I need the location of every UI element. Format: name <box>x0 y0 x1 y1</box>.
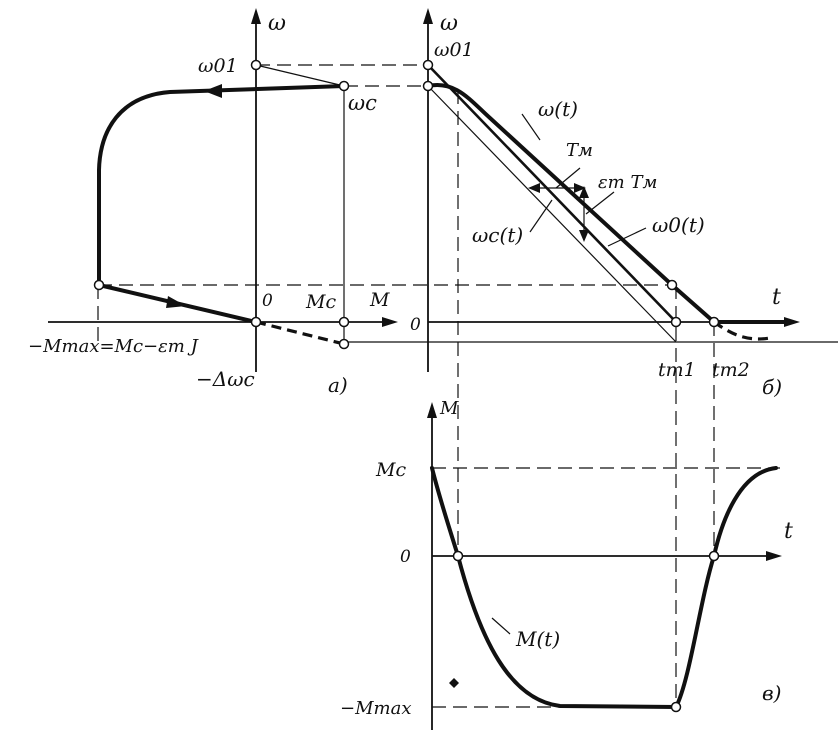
panel-b-eps-tm-arrow-down-icon <box>579 230 589 242</box>
panel-b-t1-label: tт1 <box>658 359 696 381</box>
panel-c-point-t1 <box>670 701 682 713</box>
panel-a-trajectory-dashed <box>255 320 345 346</box>
panel-a-omega-axis-label: ω <box>268 11 286 36</box>
panel-a-point-mc <box>338 316 350 328</box>
panel-c-m-tail-dashed <box>712 466 777 557</box>
panel-a-mc-label: Mc <box>305 291 336 313</box>
panel-a-omega-axis-arrow-icon <box>251 8 261 24</box>
panel-b-point-omega-c <box>422 80 434 92</box>
panel-b-omega-c-line <box>427 85 677 343</box>
panel-b-t-axis-label: t <box>772 285 781 310</box>
panel-c-m-axis-arrow-icon <box>427 402 437 418</box>
panel-b-tm-arrow-right-icon <box>574 183 586 193</box>
panel-c-t-axis-arrow-icon <box>766 551 782 561</box>
panel-c-mc-label: Mc <box>375 459 406 481</box>
panel-a-label: а) <box>328 373 348 397</box>
panel-c-label: в) <box>762 681 781 705</box>
panel-a-point-origin <box>250 316 262 328</box>
panel-a: ω ω01 ωc 0 Mc M −Mmax=Mc−εт J −Δωc а) <box>28 8 838 397</box>
panel-b-eps-tm-label: εт Tм <box>598 172 657 193</box>
panel-c: M Mc t 0 M(t) −Mmax в) <box>340 398 793 730</box>
panel-b-omega0-line <box>427 64 677 323</box>
panel-b-omega-axis-label: ω <box>440 11 458 36</box>
panel-c-point-t2 <box>708 550 720 562</box>
panel-a-origin-label: 0 <box>262 291 273 311</box>
panel-a-m-axis-label: M <box>369 289 390 311</box>
panel-c-m-t-leader <box>491 617 511 635</box>
panel-a-mmax-equation: −Mmax=Mc−εт J <box>28 336 200 357</box>
panel-b-omega-c-t-label: ωc(t) <box>472 223 523 247</box>
panel-a-omega01-label: ω01 <box>198 55 238 77</box>
panel-b-tm-label: Tм <box>566 140 593 161</box>
panel-c-m-axis-label: M <box>439 398 459 419</box>
panel-b-omega01-label: ω01 <box>434 39 474 61</box>
panel-b-omega-curve <box>426 82 792 324</box>
panel-a-trajectory-curve <box>97 84 346 324</box>
panel-a-lower-arrow-icon <box>166 296 186 308</box>
panel-a-static-line <box>255 64 345 87</box>
panel-b-tm-arrow-left-icon <box>528 183 540 193</box>
panel-a-point-omega-c <box>338 80 350 92</box>
panel-b-omega0-leader <box>607 227 647 247</box>
panel-b: ω ω01 ω(t) Tм εт Tм ω0(t) ωc(t) t 0 tт1 … <box>410 8 800 706</box>
panel-c-mmax-label: −Mmax <box>340 698 411 719</box>
panel-a-delta-omega-label: −Δωc <box>196 367 255 391</box>
panel-c-t-axis-label: t <box>784 519 793 544</box>
panel-b-point-t2 <box>708 316 720 328</box>
panel-b-omega-t-label: ω(t) <box>538 97 578 121</box>
panel-c-m-t-label: M(t) <box>515 627 560 651</box>
panel-b-point-t1 <box>670 316 682 328</box>
panel-b-t2-label: tт2 <box>712 359 750 381</box>
panel-b-eps-tm-leader <box>585 191 615 215</box>
panel-c-marker-icon <box>449 678 459 688</box>
panel-b-zero-label: 0 <box>410 315 421 335</box>
panel-b-omega-tail-dashed <box>713 320 771 341</box>
panel-c-zero-label: 0 <box>400 547 411 567</box>
panel-b-tm-leader <box>555 167 581 189</box>
panel-a-point-delta-omega <box>338 338 350 350</box>
panel-c-point-zero-cross <box>452 550 464 562</box>
panel-b-point-curve-knee <box>666 279 678 291</box>
panel-a-omega-c-label: ωc <box>348 91 377 115</box>
panel-a-point-left <box>93 279 105 291</box>
panel-b-label: б) <box>762 375 782 399</box>
panel-c-m-curve <box>430 466 778 709</box>
panel-b-eps-tm-arrow-up-icon <box>579 186 589 198</box>
panel-a-trajectory-arrow-icon <box>204 84 222 98</box>
panel-b-point-omega01 <box>422 59 434 71</box>
panel-a-m-axis-arrow-icon <box>382 317 398 327</box>
panel-b-omega-c-leader <box>529 199 553 233</box>
panel-b-omega-axis-arrow-icon <box>423 8 433 24</box>
panel-b-omega0-t-label: ω0(t) <box>652 213 705 237</box>
panel-a-point-omega01 <box>250 59 262 71</box>
panel-b-omega-t-leader <box>521 113 541 141</box>
